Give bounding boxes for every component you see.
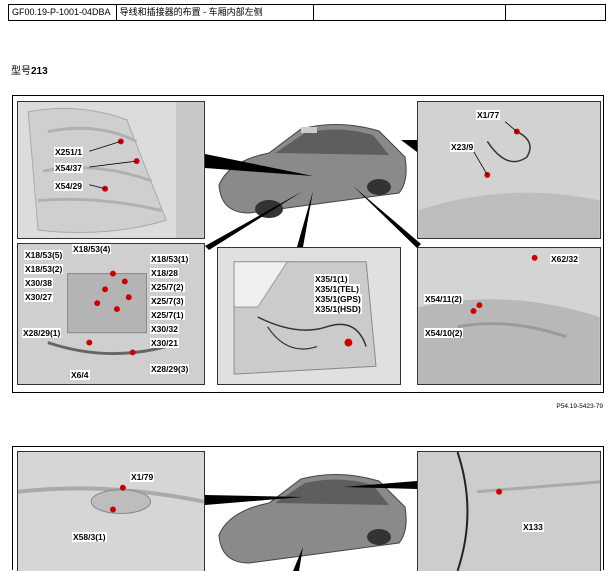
figure-2: X1/79 X58/3(1) X133 — [12, 446, 604, 571]
label-X35-1-GPS: X35/1(GPS) — [314, 294, 362, 304]
door-illustration — [218, 248, 400, 384]
panel-door-harness: X35/1(1) X35/1(TEL) X35/1(GPS) X35/1(HSD… — [217, 247, 401, 385]
car-illustration-2 — [218, 473, 407, 564]
label-X25-7-3: X25/7(3) — [150, 296, 185, 306]
interior-illustration — [418, 102, 600, 238]
header-cell-3 — [314, 5, 507, 20]
label-X30-27: X30/27 — [24, 292, 53, 302]
label-X251-1: X251/1 — [54, 147, 83, 157]
panel-headliner: X1/79 X58/3(1) — [17, 451, 205, 571]
figure-1: X251/1 X54/37 X54/29 X1/77 X23/9 — [12, 95, 604, 393]
label-X25-7-1: X25/7(1) — [150, 310, 185, 320]
panel-rear-pillar: X133 — [417, 451, 601, 571]
front-seat-illustration — [18, 102, 204, 238]
rear-seat-illustration — [418, 248, 600, 384]
label-X35-1-1: X35/1(1) — [314, 274, 349, 284]
label-X35-1-TEL: X35/1(TEL) — [314, 284, 360, 294]
label-X54-37: X54/37 — [54, 163, 83, 173]
model-label: 型号213 — [11, 62, 48, 77]
label-X23-9: X23/9 — [450, 142, 475, 152]
panel-interior-roof: X1/77 X23/9 — [417, 101, 601, 239]
label-X18-53-2: X18/53(2) — [24, 264, 64, 274]
label-X28-29-1: X28/29(1) — [22, 328, 62, 338]
label-X30-38: X30/38 — [24, 278, 53, 288]
headliner-illustration — [18, 452, 204, 571]
label-X18-53-4: X18/53(4) — [72, 244, 112, 254]
label-X18-53-5: X18/53(5) — [24, 250, 64, 260]
label-X35-1-HSD: X35/1(HSD) — [314, 304, 362, 314]
panel-rear-seat: X62/32 X54/11(2) X54/10(2) — [417, 247, 601, 385]
label-X18-53-1: X18/53(1) — [150, 254, 190, 264]
label-X18-28: X18/28 — [150, 268, 179, 278]
panel-car-overview-2 — [209, 451, 413, 571]
figure-reference: P54.19-5423-79 — [556, 403, 603, 410]
panel-front-seat: X251/1 X54/37 X54/29 — [17, 101, 205, 239]
label-X1-77: X1/77 — [476, 110, 501, 120]
label-X30-32: X30/32 — [150, 324, 179, 334]
header-table: GF00.19-P-1001-04DBA 导线和插接器的布置 - 车厢内部左侧 — [8, 4, 606, 21]
label-X54-10-2: X54/10(2) — [424, 328, 464, 338]
model-prefix: 型号 — [11, 66, 31, 77]
header-cell-4 — [506, 5, 605, 20]
label-X25-7-2: X25/7(2) — [150, 282, 185, 292]
doc-title: 导线和插接器的布置 - 车厢内部左侧 — [117, 5, 314, 20]
label-X54-11-2: X54/11(2) — [424, 294, 463, 304]
label-X62-32: X62/32 — [550, 254, 579, 264]
label-X133: X133 — [522, 522, 544, 532]
label-X58-3-1: X58/3(1) — [72, 532, 107, 542]
label-X30-21: X30/21 — [150, 338, 179, 348]
label-X28-29-3: X28/29(3) — [150, 364, 190, 374]
rear-pillar-illustration — [418, 452, 600, 571]
label-X1-79: X1/79 — [130, 472, 155, 482]
panel-car-overview — [209, 101, 413, 239]
label-X6-4: X6/4 — [70, 370, 90, 380]
label-X54-29: X54/29 — [54, 181, 83, 191]
panel-connector-block: X18/53(5) X18/53(4) X18/53(2) X18/53(1) … — [17, 243, 205, 385]
doc-id: GF00.19-P-1001-04DBA — [9, 5, 117, 20]
model-number: 213 — [31, 66, 48, 77]
car-illustration — [218, 123, 407, 218]
